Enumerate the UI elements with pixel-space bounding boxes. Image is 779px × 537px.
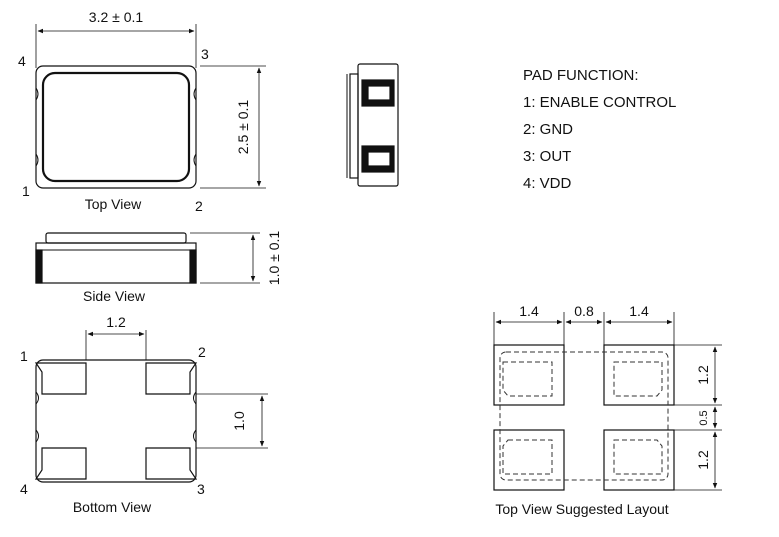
layout-caption: Top View Suggested Layout: [495, 501, 668, 517]
top-pin-2: 2: [195, 198, 203, 214]
bottom-pin-3: 3: [197, 481, 205, 497]
top-pin-1: 1: [22, 183, 30, 199]
side-view: [35, 232, 260, 284]
layout-pad-top-left: [493, 344, 565, 406]
layout-row-dim-1: 1.2: [695, 365, 711, 385]
layout-col-dim-2: 0.8: [574, 303, 594, 319]
top-view-lid: [41, 71, 191, 183]
layout-pad-bottom-right: [603, 429, 675, 491]
top-pin-3: 3: [201, 46, 209, 62]
bottom-pad-2: [145, 362, 198, 395]
bottom-pin-2: 2: [198, 344, 206, 360]
suggested-layout: [493, 312, 722, 491]
bottom-pad-width-dim: 1.2: [106, 314, 126, 330]
layout-col-dim-1: 1.4: [519, 303, 539, 319]
top-pin-4: 4: [18, 53, 26, 69]
bottom-pad-1: [34, 362, 87, 395]
top-view: [35, 24, 266, 189]
end-view: [346, 63, 399, 187]
top-height-dim: 2.5 ± 0.1: [235, 100, 251, 155]
bottom-view: [34, 330, 268, 483]
side-view-caption: Side View: [83, 288, 146, 304]
bottom-view-package: [35, 359, 197, 483]
layout-col-dim-3: 1.4: [629, 303, 649, 319]
pad-function-item-1: 1: ENABLE CONTROL: [523, 94, 676, 111]
bottom-pad-3: [145, 447, 198, 480]
bottom-pin-4: 4: [20, 481, 28, 497]
pad-function-item-4: 4: VDD: [523, 175, 572, 192]
layout-row-dim-3: 1.2: [695, 450, 711, 470]
bottom-pad-4: [34, 447, 87, 480]
side-view-body: [35, 242, 197, 284]
layout-package-outline: [499, 351, 669, 481]
bottom-pin-1: 1: [20, 348, 28, 364]
layout-row-dim-2: 0.5: [698, 410, 710, 425]
pad-function-item-2: 2: GND: [523, 121, 573, 138]
pad-function-title: PAD FUNCTION:: [523, 67, 639, 84]
top-view-package: [35, 65, 197, 189]
top-width-dim: 3.2 ± 0.1: [89, 9, 144, 25]
layout-pad-top-right: [603, 344, 675, 406]
layout-pad-bottom-left: [493, 429, 565, 491]
side-height-dim: 1.0 ± 0.1: [266, 231, 282, 286]
bottom-pad-gap-dim: 1.0: [231, 411, 247, 431]
top-view-caption: Top View: [85, 196, 142, 212]
bottom-view-caption: Bottom View: [73, 499, 152, 515]
pad-function-item-3: 3: OUT: [523, 148, 571, 165]
